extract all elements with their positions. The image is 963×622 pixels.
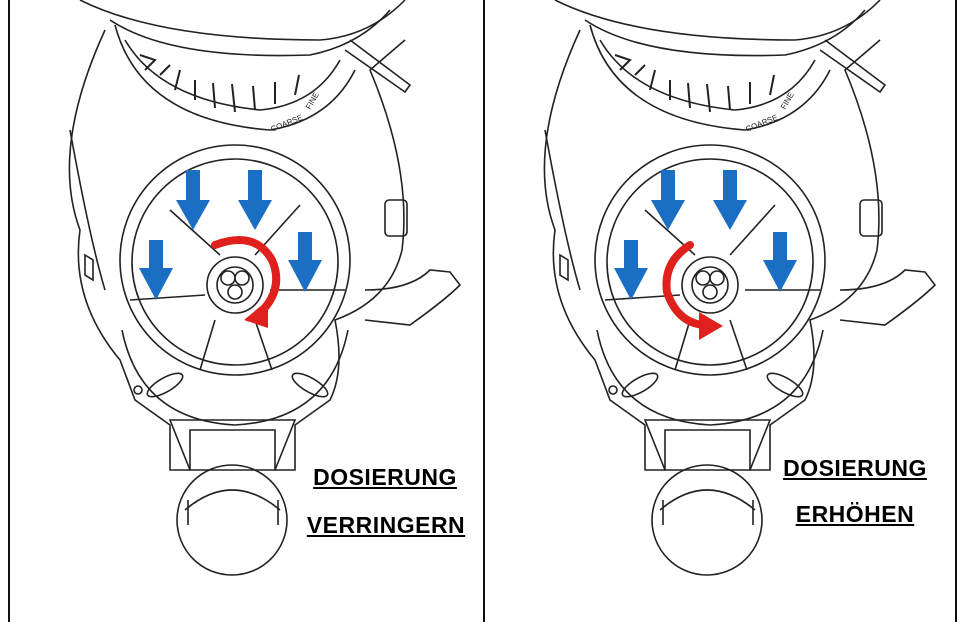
- right-label-line1: DOSIERUNG: [770, 453, 940, 483]
- down-arrow-icon: [238, 170, 272, 230]
- left-label-line1: DOSIERUNG: [300, 462, 470, 492]
- scale-fine-label: FINE: [779, 91, 796, 111]
- scale-coarse-label: COARSE: [269, 113, 304, 134]
- scale-fine-label: FINE: [304, 91, 321, 111]
- down-arrow-icon: [713, 170, 747, 230]
- rotation-arrow-counterclockwise-icon: [666, 245, 723, 340]
- scale-coarse-label: COARSE: [744, 113, 779, 134]
- down-arrows-left: [139, 170, 322, 300]
- down-arrow-icon: [763, 232, 797, 292]
- left-label-line2: VERRINGERN: [296, 510, 476, 540]
- down-arrows-right: [614, 170, 797, 300]
- right-label-line2: ERHÖHEN: [770, 499, 940, 529]
- down-arrow-icon: [139, 240, 173, 300]
- down-arrow-icon: [614, 240, 648, 300]
- down-arrow-icon: [288, 232, 322, 292]
